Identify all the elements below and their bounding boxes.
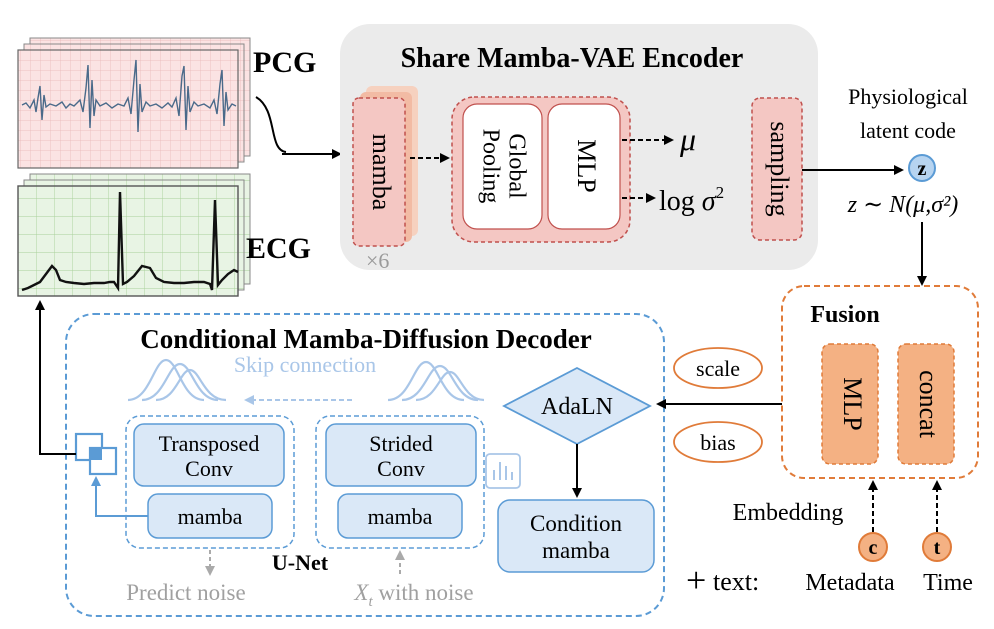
scale-label: scale [696, 356, 740, 381]
metadata-label: Metadata [805, 570, 895, 596]
fusion-concat-label: concat [914, 370, 943, 439]
global-pooling-line2: Pooling [477, 129, 503, 204]
encoder-panel: Share Mamba-VAE Encoder mamba ×6 Global … [340, 24, 818, 273]
strided-conv-line2: Conv [377, 456, 425, 481]
skip-curves-left [127, 358, 227, 402]
transposed-conv-line2: Conv [185, 456, 233, 481]
sampling-box [751, 97, 803, 241]
mamba-to-output-arrow [91, 476, 148, 517]
xt-suffix: with noise [373, 580, 474, 605]
encoder-mamba-block: mamba [352, 86, 418, 247]
c-badge: c [858, 532, 888, 562]
decoder-mamba-right-label: mamba [368, 504, 433, 529]
pcg-waveform [21, 59, 237, 133]
decoder-mamba-left-label: mamba [178, 504, 243, 529]
mu-symbol: μ [679, 121, 696, 157]
time-label: Time [923, 570, 973, 596]
condition-mamba-line1: Condition [530, 511, 623, 536]
c-symbol: c [869, 537, 878, 559]
encoder-mlp-box [547, 103, 621, 230]
fusion-panel: Fusion MLP concat [781, 285, 979, 479]
logsigma-symbol: σ [702, 186, 717, 217]
skip-curves-right [387, 360, 485, 402]
t-symbol: t [934, 537, 941, 559]
fusion-concat-box [897, 343, 955, 465]
encoder-title: Share Mamba-VAE Encoder [401, 43, 744, 74]
fusion-mlp-box [821, 343, 879, 465]
predict-noise-label: Predict noise [126, 580, 245, 605]
xt-symbol: X [353, 580, 369, 605]
pcg-label: PCG [253, 46, 316, 79]
strided-conv-line1: Strided [369, 431, 433, 456]
ecg-label: ECG [246, 232, 311, 265]
decoder-title: Conditional Mamba-Diffusion Decoder [140, 324, 592, 354]
output-squares-icon [74, 432, 118, 476]
t-badge: t [922, 532, 952, 562]
ecg-signal-stack: ECG [17, 173, 311, 297]
bias-oval: bias [673, 421, 763, 463]
fusion-title: Fusion [810, 302, 879, 328]
z-symbol: z [918, 158, 927, 180]
output-to-ecg-arrow [35, 300, 76, 455]
xt-with-noise-label: Xt with noise [353, 580, 473, 610]
condition-mamba-box [497, 499, 655, 573]
latent-distribution: z ∼ N(μ,σ²) [847, 192, 959, 218]
decoder-panel: Conditional Mamba-Diffusion Decoder Skip… [65, 313, 665, 617]
z-badge: z [908, 154, 936, 182]
embedding-label: Embedding [733, 500, 844, 526]
encoder-repeat-label: ×6 [366, 248, 389, 273]
global-pooling-box [462, 103, 543, 230]
latent-line1: Physiological [848, 84, 968, 109]
bias-label: bias [700, 430, 735, 455]
adaln-label: AdaLN [541, 394, 613, 420]
encoder-mamba-label: mamba [367, 134, 396, 211]
fusion-mlp-label: MLP [838, 377, 867, 430]
decoder-mamba-right-box [337, 493, 463, 539]
logsigma-prefix: log [659, 186, 702, 217]
latent-line2: latent code [860, 118, 956, 143]
sampling-label: sampling [765, 121, 794, 216]
ecg-waveform [21, 191, 239, 292]
encoder-mlp-label: MLP [572, 139, 601, 192]
condition-mamba-line2: mamba [542, 538, 610, 563]
text-prefix: + [686, 560, 706, 600]
transposed-conv-line1: Transposed [159, 431, 260, 456]
transposed-conv-box [133, 423, 285, 487]
text-label: text: [713, 567, 759, 596]
global-pooling-line1: Global [503, 133, 529, 199]
skip-connection-label: Skip connection [234, 352, 376, 377]
strided-conv-box [325, 423, 477, 487]
logsigma-expression: log σ2 [659, 183, 724, 217]
xt-subscript: t [368, 594, 373, 610]
bar-chart-icon [485, 453, 521, 489]
pcg-signal-stack: PCG [17, 37, 316, 169]
pcg-to-encoder-arrow [255, 96, 287, 153]
scale-oval: scale [673, 347, 763, 389]
unet-label: U-Net [272, 550, 329, 575]
logsigma-superscript: 2 [716, 183, 725, 202]
